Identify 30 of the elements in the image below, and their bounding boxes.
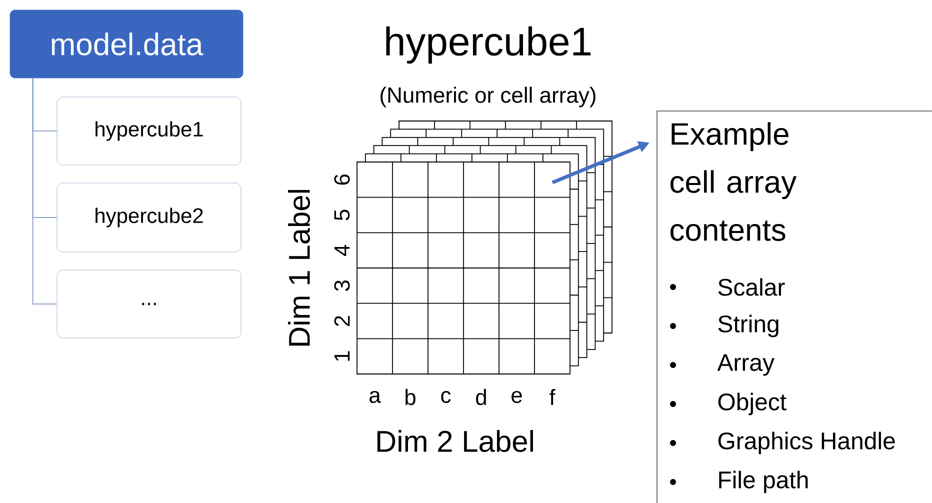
subheading: (Numeric or cell array)	[380, 86, 596, 108]
column-letter: a	[370, 390, 381, 404]
row-number: 1	[334, 351, 350, 361]
bullet-item: Array	[717, 354, 774, 376]
heading: hypercube1	[386, 26, 591, 64]
tree-line	[32, 78, 58, 304]
bullet-item: Object	[718, 392, 786, 416]
cube-grid-drawing	[356, 120, 612, 374]
child-box: hypercube1	[56, 96, 242, 166]
column-letter: e	[512, 390, 522, 404]
row-number: 6	[334, 174, 350, 185]
row-number: 3	[334, 280, 350, 291]
column-letter: f	[550, 389, 556, 405]
bullet-item: String	[718, 314, 778, 338]
row-number: 2	[334, 316, 350, 326]
bullet-item: Graphics Handle	[718, 432, 895, 454]
column-letter: c	[441, 390, 451, 404]
box-heading: Example cell array contents	[670, 122, 797, 241]
root-box: model.data	[10, 10, 244, 78]
child-box: ...	[56, 270, 242, 338]
axis-label: Dim 2 Label	[377, 430, 533, 452]
row-number: 5	[334, 210, 350, 220]
child-box: hypercube2	[56, 182, 242, 252]
row-number: 4	[334, 244, 350, 256]
bullet-item: File path	[719, 470, 808, 494]
axis-label: Dim 1 Label	[288, 190, 310, 346]
column-letter: b	[406, 388, 416, 406]
bullet-item: Scalar	[718, 278, 785, 296]
text-box	[656, 110, 932, 503]
column-letter: d	[476, 388, 486, 406]
